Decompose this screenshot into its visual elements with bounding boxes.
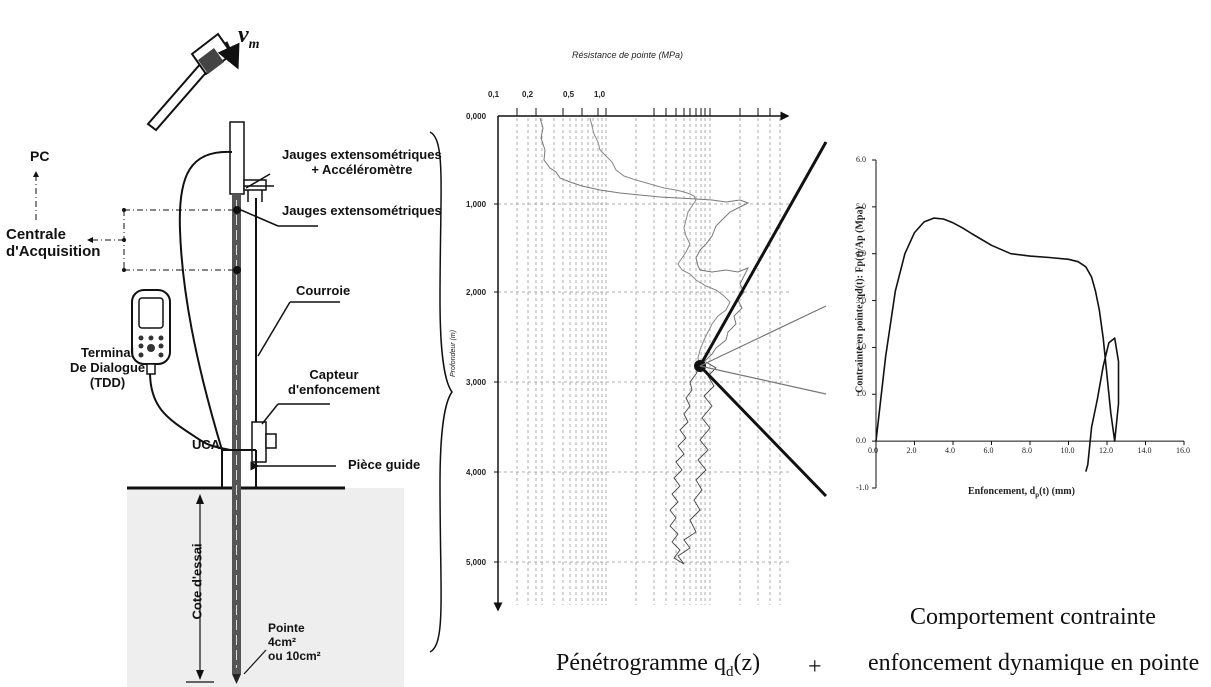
penetrogram-y-tick-2: 2,000 — [466, 288, 487, 297]
soil-area — [127, 488, 404, 687]
sd-x-tick-label: 10.0 — [1060, 446, 1075, 456]
sd-y-tick-label: 4.0 — [856, 248, 866, 258]
hammer — [146, 32, 234, 132]
sd-y-tick-label: 6.0 — [856, 155, 866, 164]
penetrometer-rod — [229, 121, 245, 195]
apparatus-drawing — [33, 32, 453, 687]
sd-x-tick-label: 16.0 — [1176, 446, 1190, 456]
stress-displacement-chart — [872, 159, 1185, 489]
curly-brace — [429, 131, 453, 653]
sd-x-tick-label: 4.0 — [945, 446, 955, 456]
penetrogram-y-tick-3: 3,000 — [466, 378, 487, 387]
anvil-bracket — [243, 179, 267, 191]
gauge-dot-lower — [233, 266, 241, 274]
sd-y-tick-label: 1.0 — [856, 389, 866, 399]
piece-guide-label: Pièce guide — [348, 457, 421, 472]
sd-y-tick-label: 5.0 — [856, 201, 866, 211]
cable-loop — [178, 150, 233, 451]
terminal-label: Terminal De Dialogue (TDD) — [70, 345, 146, 390]
gauge-dot-upper — [233, 206, 241, 214]
penetrogram-y-tick-4: 4,000 — [466, 468, 487, 477]
penetrogram-trace-1 — [539, 117, 750, 367]
penetrogram-y-tick-5: 5,000 — [466, 558, 487, 567]
penetrogram-x-tick-1: 0,1 — [488, 90, 500, 99]
penetrogram-x-tick-3: 0,5 — [563, 90, 575, 99]
penetrogram-caption: Pénétrogramme qd(z) — [556, 650, 761, 680]
terminal-cable — [149, 371, 231, 451]
sd-y-tick-label: 3.0 — [856, 295, 866, 305]
penetrogram-x-tick-2: 0,2 — [522, 90, 534, 99]
jauges-label: Jauges extensométriques — [282, 203, 442, 218]
sd-x-tick-label: 6.0 — [983, 446, 994, 456]
capteur-label: Capteur d'enfoncement — [288, 367, 380, 397]
sd-x-axis-label: Enfoncement, dp(t) (mm) — [968, 486, 1075, 499]
sd-caption-line1: Comportement contrainte — [910, 604, 1156, 630]
hammer-velocity-arrow — [217, 41, 240, 70]
penetrogram-y-label: Profondeur (m) — [450, 329, 458, 378]
cote-essai-label: Cote d'essai — [189, 543, 205, 620]
plus-sign: + — [808, 654, 822, 680]
sd-series-line-1 — [875, 217, 1120, 472]
centrale-label: Centrale d'Acquisition — [6, 226, 101, 261]
sd-x-tick-label: 12.0 — [1099, 446, 1113, 456]
penetrogram-trace-2 — [589, 117, 731, 367]
sd-y-tick-label: 0.0 — [856, 436, 866, 446]
uca-label: UCA — [192, 437, 221, 452]
hammer-velocity-label: vm — [238, 22, 260, 52]
pc-label: PC — [30, 148, 50, 164]
courroie-label: Courroie — [296, 283, 351, 298]
displacement-sensor — [251, 421, 267, 463]
penetrogram-y-tick-0: 0,000 — [466, 112, 487, 121]
penetrogram-x-tick-4: 1,0 — [594, 90, 606, 99]
sd-y-tick-label: 2.0 — [856, 342, 866, 352]
sd-x-tick-label: 2.0 — [906, 446, 917, 456]
sd-x-tick-label: 14.0 — [1137, 446, 1152, 456]
sd-x-tick-label: 8.0 — [1022, 446, 1032, 456]
cone-tip — [232, 674, 241, 684]
sd-x-tick-label: 0.0 — [868, 446, 878, 456]
penetrogram-title: Résistance de pointe (MPa) — [572, 50, 684, 60]
penetrogram-y-tick-1: 1,000 — [466, 200, 487, 209]
sd-caption-line2: enfoncement dynamique en pointe — [868, 650, 1200, 676]
jauges-accelerometre-label: Jauges extensométriques + Accéléromètre — [282, 147, 442, 177]
pointe-label: Pointe 4cm² ou 10cm² — [268, 621, 321, 663]
terminal-device — [131, 289, 171, 375]
sd-y-tick-label: -1.0 — [856, 483, 869, 492]
penetrogram-trace-3 — [669, 361, 717, 565]
penetrogram-chart — [493, 108, 828, 612]
